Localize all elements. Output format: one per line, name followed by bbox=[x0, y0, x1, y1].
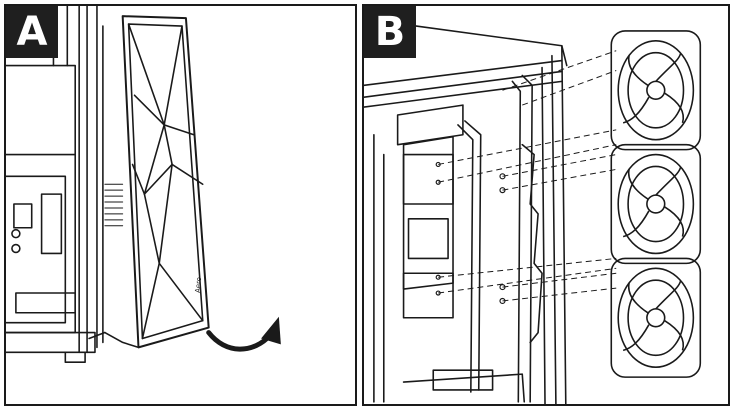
front-panel-removal-illustration: Aero bbox=[6, 6, 281, 363]
fan-2-icon bbox=[610, 143, 702, 265]
brand-mark: Aero bbox=[194, 277, 203, 293]
panel-a: A bbox=[4, 4, 357, 406]
panel-b-label: B bbox=[364, 6, 416, 58]
panel-a-label: A bbox=[6, 6, 58, 58]
panel-b: B bbox=[362, 4, 730, 406]
fan-installation-illustration bbox=[364, 25, 702, 404]
arrow-head-icon bbox=[261, 316, 281, 345]
fan-1-icon bbox=[610, 30, 702, 151]
fan-3-icon bbox=[610, 257, 702, 378]
